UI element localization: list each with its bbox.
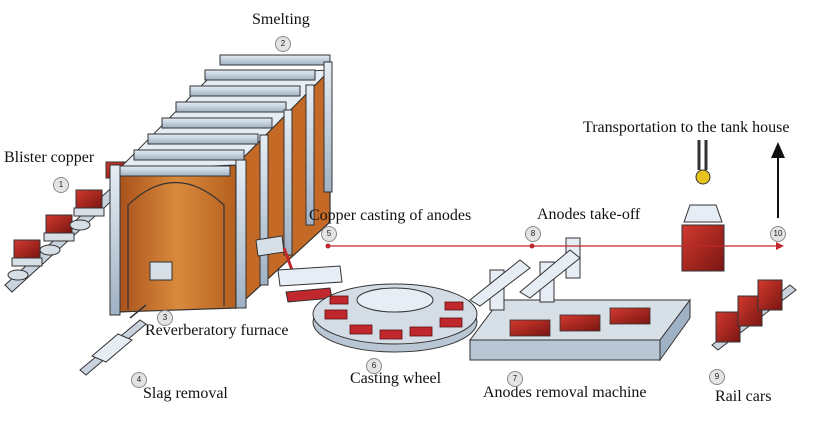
label-reverberatory-furnace: Reverberatory furnace <box>145 322 289 339</box>
anodes-removal-machine <box>469 237 691 362</box>
step-badge-9: 9 <box>709 369 725 385</box>
label-anodes-removal-machine: Anodes removal machine <box>483 384 647 401</box>
process-flow-line <box>325 242 784 250</box>
step-badge-7: 7 <box>507 371 523 387</box>
step-badge-8: 8 <box>525 226 541 242</box>
step-badge-2: 2 <box>275 36 291 52</box>
label-anodes-takeoff: Anodes take-off <box>537 206 641 223</box>
label-slag-removal: Slag removal <box>143 385 228 402</box>
label-casting-wheel: Casting wheel <box>350 370 442 387</box>
label-copper-casting: Copper casting of anodes <box>309 207 472 224</box>
label-rail-cars: Rail cars <box>715 388 772 405</box>
casting-wheel <box>312 283 478 353</box>
crane-hook <box>681 140 725 272</box>
step-badge-3: 3 <box>157 310 173 326</box>
label-blister-copper: Blister copper <box>4 149 95 166</box>
step-badge-6: 6 <box>366 358 382 374</box>
step-badge-1: 1 <box>53 177 69 193</box>
step-badge-10: 10 <box>770 226 786 242</box>
smelting-frames <box>109 54 333 316</box>
rail-cars <box>711 279 797 351</box>
step-badge-4: 4 <box>131 372 147 388</box>
label-transportation: Transportation to the tank house <box>583 119 790 136</box>
label-smelting: Smelting <box>252 11 310 28</box>
casting-launder <box>255 235 343 303</box>
up-arrow-icon <box>771 142 785 218</box>
step-badge-5: 5 <box>321 226 337 242</box>
slag-removal-cart <box>79 304 147 376</box>
